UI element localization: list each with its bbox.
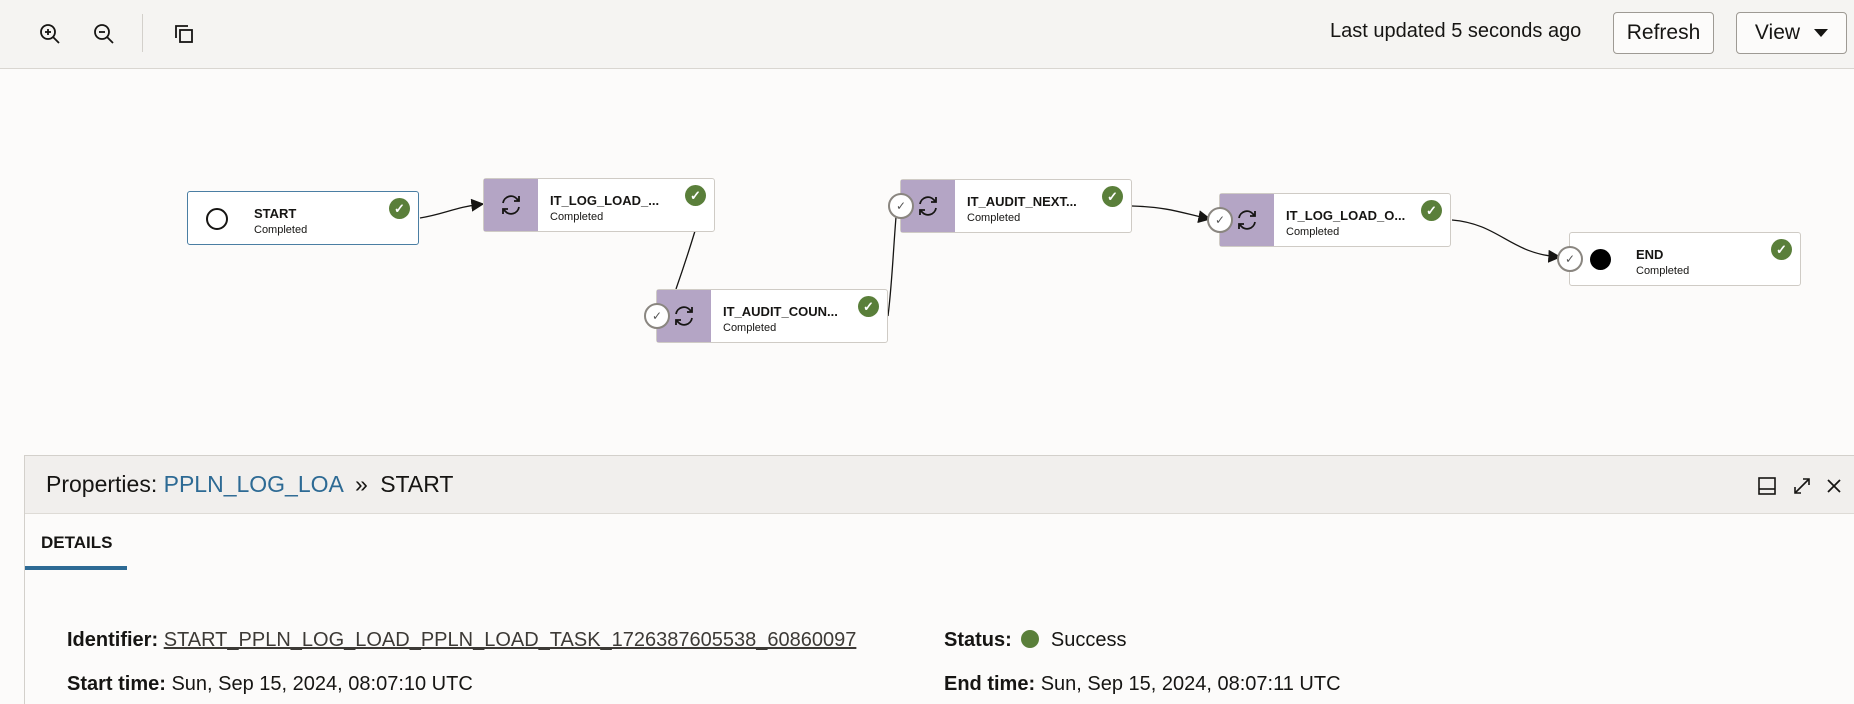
pipeline-canvas[interactable]: START Completed ✓ IT_LOG_LOAD_... Comple… xyxy=(0,69,1854,455)
zoom-in-icon[interactable] xyxy=(36,20,64,48)
properties-label: Properties: xyxy=(46,471,158,497)
dock-panel-icon[interactable] xyxy=(1755,474,1779,498)
completed-check-icon: ✓ xyxy=(1421,200,1442,221)
status-label: Status: xyxy=(944,629,1012,651)
node-status: Completed xyxy=(1286,226,1340,238)
properties-header: Properties: PPLN_LOG_LOA » START xyxy=(25,456,1854,514)
completed-check-icon: ✓ xyxy=(858,296,879,317)
input-port-check-icon: ✓ xyxy=(1207,207,1233,233)
start-time-label: Start time: xyxy=(67,673,166,695)
completed-check-icon: ✓ xyxy=(389,198,410,219)
view-button[interactable]: View xyxy=(1736,12,1847,54)
copy-icon[interactable] xyxy=(170,20,198,48)
start-circle-icon xyxy=(206,208,228,230)
tab-details[interactable]: DETAILS xyxy=(25,514,127,570)
connector-lines xyxy=(419,198,1562,317)
start-time-value: Sun, Sep 15, 2024, 08:07:10 UTC xyxy=(171,673,473,695)
properties-title: Properties: PPLN_LOG_LOA » START xyxy=(46,471,453,498)
view-button-label: View xyxy=(1754,21,1801,44)
identifier-field: Identifier: START_PPLN_LOG_LOAD_PPLN_LOA… xyxy=(67,629,856,652)
refresh-cycle-icon xyxy=(1238,210,1256,230)
node-name: END xyxy=(1636,247,1664,262)
end-time-field: End time: Sun, Sep 15, 2024, 08:07:11 UT… xyxy=(944,673,1341,696)
node-it-audit-count[interactable]: IT_AUDIT_COUN... Completed ✓ xyxy=(656,289,888,343)
pipeline-link[interactable]: PPLN_LOG_LOA xyxy=(163,471,343,497)
node-name: START xyxy=(254,206,297,221)
node-end[interactable]: END Completed ✓ xyxy=(1569,232,1801,286)
input-port-check-icon: ✓ xyxy=(1557,246,1583,272)
identifier-link[interactable]: START_PPLN_LOG_LOAD_PPLN_LOAD_TASK_17263… xyxy=(163,629,857,651)
status-field: Status: Success xyxy=(944,629,1127,652)
node-it-audit-next[interactable]: IT_AUDIT_NEXT... Completed ✓ xyxy=(900,179,1132,233)
identifier-label: Identifier: xyxy=(67,629,159,651)
refresh-button[interactable]: Refresh xyxy=(1613,12,1714,54)
toolbar: Last updated 5 seconds ago Refresh View xyxy=(0,0,1854,69)
input-port-check-icon: ✓ xyxy=(888,193,914,219)
node-status: Completed xyxy=(550,211,604,223)
end-time-label: End time: xyxy=(944,673,1036,695)
node-status: Completed xyxy=(1636,265,1690,277)
node-name: IT_LOG_LOAD_... xyxy=(550,193,660,208)
node-status: Completed xyxy=(723,322,777,334)
current-node-name: START xyxy=(380,471,454,497)
node-name: IT_AUDIT_NEXT... xyxy=(967,194,1077,209)
node-status: Completed xyxy=(967,212,1021,224)
end-time-value: Sun, Sep 15, 2024, 08:07:11 UTC xyxy=(1040,673,1341,695)
task-side xyxy=(484,179,538,231)
node-it-log-load-o[interactable]: IT_LOG_LOAD_O... Completed ✓ xyxy=(1219,193,1451,247)
node-start[interactable]: START Completed ✓ xyxy=(187,191,419,245)
success-dot-icon xyxy=(1021,630,1040,648)
caret-down-icon xyxy=(1814,29,1829,37)
refresh-cycle-icon xyxy=(502,195,520,215)
expand-icon[interactable] xyxy=(1790,474,1814,498)
status-value: Success xyxy=(1050,629,1127,651)
close-icon[interactable] xyxy=(1822,474,1846,498)
node-name: IT_LOG_LOAD_O... xyxy=(1286,208,1406,223)
last-updated-text: Last updated 5 seconds ago xyxy=(1330,20,1582,42)
completed-check-icon: ✓ xyxy=(1771,239,1792,260)
zoom-out-icon[interactable] xyxy=(90,20,118,48)
completed-check-icon: ✓ xyxy=(1102,186,1123,207)
refresh-cycle-icon xyxy=(919,196,937,216)
node-status: Completed xyxy=(254,224,308,236)
tab-details-label: DETAILS xyxy=(41,533,113,552)
refresh-cycle-icon xyxy=(675,306,693,326)
toolbar-divider xyxy=(142,14,143,52)
properties-panel: Properties: PPLN_LOG_LOA » START DETAILS… xyxy=(24,455,1854,704)
node-it-log-load[interactable]: IT_LOG_LOAD_... Completed ✓ xyxy=(483,178,715,232)
breadcrumb-separator: » xyxy=(355,471,368,497)
start-time-field: Start time: Sun, Sep 15, 2024, 08:07:10 … xyxy=(67,673,473,696)
node-name: IT_AUDIT_COUN... xyxy=(723,304,838,319)
completed-check-icon: ✓ xyxy=(685,185,706,206)
input-port-check-icon: ✓ xyxy=(644,303,670,329)
tab-active-indicator xyxy=(25,566,127,570)
end-dot-icon xyxy=(1590,249,1611,270)
